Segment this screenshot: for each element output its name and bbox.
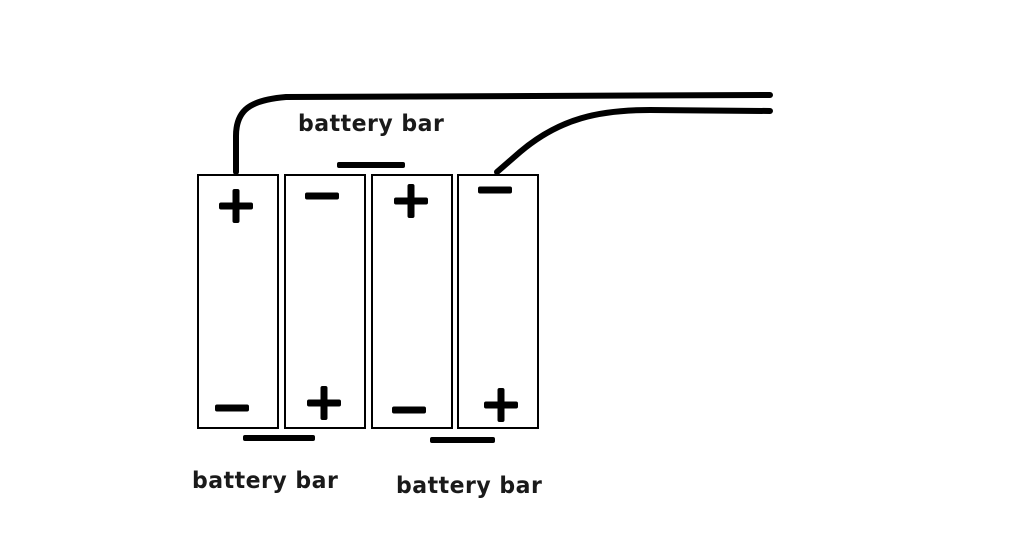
wire-left-positive <box>233 92 773 175</box>
cell-2-top-terminal-minus-icon <box>305 192 339 200</box>
cell-1-top-terminal-plus-icon <box>219 189 253 223</box>
cell-3-bottom-terminal-minus-icon <box>392 406 426 414</box>
label-battery-bar-bottom-right: battery bar <box>396 473 543 500</box>
connector-bars-group <box>243 162 495 443</box>
label-battery-bar-top: battery bar <box>298 111 445 138</box>
connector-bar-bottom-left <box>243 435 315 441</box>
terminal-glyphs-group <box>215 184 518 422</box>
cell-2-bottom-terminal-plus-icon <box>307 386 341 420</box>
wires-group <box>233 92 773 175</box>
wire-right-negative <box>494 107 773 175</box>
battery-cells-group <box>197 174 539 429</box>
cell-1-bottom-terminal-minus-icon <box>215 404 249 412</box>
cell-3-top-terminal-plus-icon <box>394 184 428 218</box>
battery-cell-4 <box>457 174 539 429</box>
battery-cell-2 <box>284 174 366 429</box>
cell-4-bottom-terminal-plus-icon <box>484 388 518 422</box>
connector-bar-top-middle <box>337 162 405 168</box>
label-battery-bar-bottom-left: battery bar <box>192 468 339 495</box>
cell-4-top-terminal-minus-icon <box>478 186 512 194</box>
connector-bar-bottom-right <box>430 437 495 443</box>
